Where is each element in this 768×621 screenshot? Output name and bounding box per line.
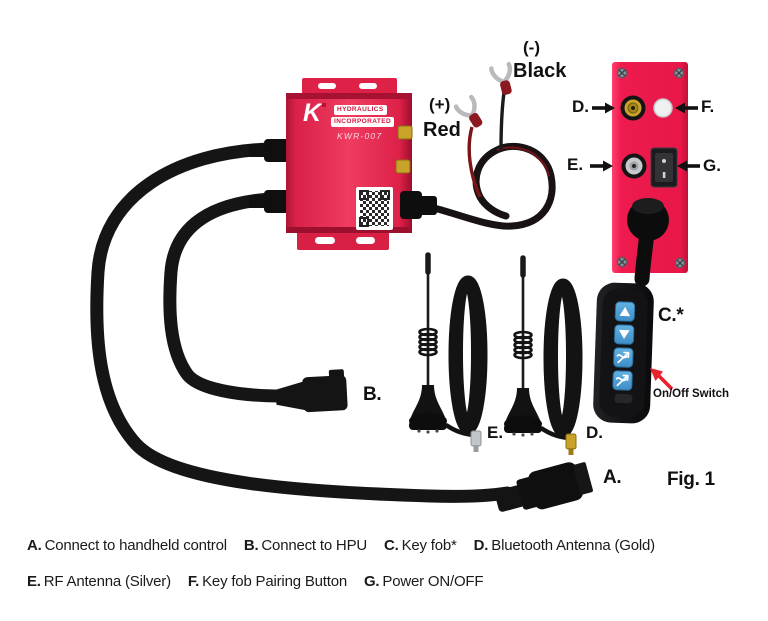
- keyfob-pairing-button: [653, 98, 673, 118]
- callout-g: G.: [703, 156, 721, 175]
- brand-line1: HYDRAULICS: [334, 105, 387, 115]
- legend-line-1: A.Connect to handheld control B.Connect …: [27, 537, 668, 554]
- brand-line2: INCORPORATED: [331, 117, 395, 127]
- shake-arrow-icon: [616, 351, 630, 364]
- down-arrow-icon: [619, 329, 630, 340]
- control-box: [249, 78, 437, 250]
- legend-item-a: A.Connect to handheld control: [27, 537, 227, 554]
- callout-f: F.: [701, 97, 715, 116]
- bluetooth-antenna-jack: [620, 95, 646, 121]
- legend-item-d: D.Bluetooth Antenna (Gold): [473, 537, 655, 554]
- cable-gland-right: [400, 191, 437, 219]
- callout-antenna-d: D.: [586, 423, 603, 442]
- negative-wire-label: Black: [513, 60, 567, 82]
- positive-wire-label: Red: [423, 119, 461, 141]
- callout-arrows: [590, 102, 700, 172]
- negative-sign-label: (-): [523, 38, 540, 57]
- connection-panel: [612, 62, 688, 287]
- callout-d: D.: [572, 97, 589, 116]
- figure-label: Fig. 1: [667, 469, 715, 490]
- legend-item-e: E.RF Antenna (Silver): [27, 573, 171, 590]
- model-number: KWR-007: [337, 131, 383, 141]
- bluetooth-antenna-gold: [504, 258, 577, 455]
- qr-code: [356, 187, 393, 230]
- callout-c: C.*: [658, 305, 684, 326]
- brand-logo-k: K: [303, 101, 327, 126]
- cable-to-handheld-control: [90, 142, 514, 503]
- callout-b: B.: [363, 384, 382, 405]
- legend-line-2: E.RF Antenna (Silver) F.Key fob Pairing …: [27, 573, 496, 590]
- cable-gland-left-bottom: [249, 190, 290, 213]
- keyfob-buttons: [612, 301, 636, 391]
- gold-sma-jack-2: [395, 159, 411, 174]
- panel-screws: [616, 67, 686, 269]
- key-fob: [593, 282, 654, 424]
- legend-item-b: B.Connect to HPU: [243, 537, 368, 554]
- connector-a-handheld: [494, 462, 593, 512]
- rf-antenna-silver: [409, 255, 482, 452]
- power-cable: [430, 91, 556, 230]
- cable-gland-left-top: [249, 139, 290, 162]
- power-switch: [650, 147, 678, 188]
- cable-to-hpu: [163, 192, 289, 403]
- rf-antenna-jack: [621, 153, 647, 179]
- connector-b-hpu: [275, 369, 348, 413]
- onoff-pointer-arrow: [650, 368, 674, 391]
- positive-sign-label: (+): [429, 95, 451, 114]
- brand-logo-mark: [322, 103, 327, 107]
- legend-item-f: F.Key fob Pairing Button: [187, 573, 347, 590]
- callout-e: E.: [567, 155, 584, 174]
- up-arrow-icon: [619, 307, 631, 317]
- shake-arrow-icon: [615, 374, 629, 387]
- callout-a: A.: [603, 467, 622, 488]
- callout-antenna-e: E.: [487, 423, 504, 442]
- legend-item-c: C.Key fob*: [383, 537, 457, 554]
- panel-cable-gland: [627, 198, 669, 287]
- onoff-switch-note: On/Off Switch: [653, 388, 730, 400]
- legend-item-g: G.Power ON/OFF: [363, 573, 484, 590]
- gold-sma-jack-1: [397, 125, 413, 140]
